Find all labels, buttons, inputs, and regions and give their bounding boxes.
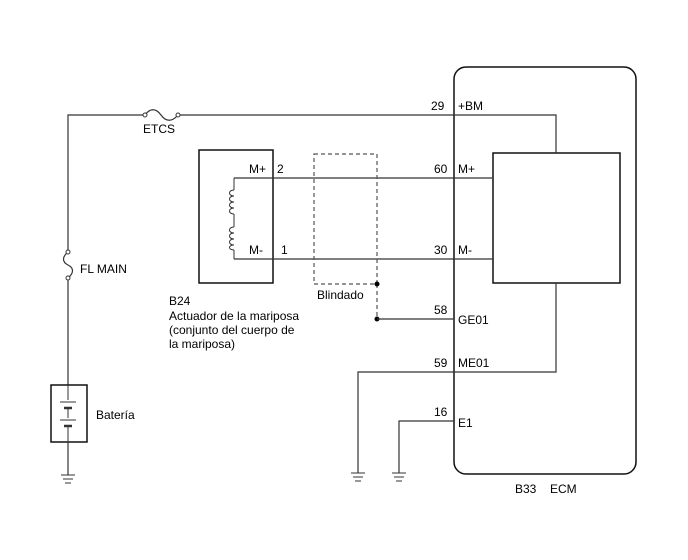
wire-bm bbox=[67, 114, 557, 385]
actuator-pin-mplus-num: 2 bbox=[277, 162, 284, 176]
wire-e1 bbox=[398, 420, 454, 473]
ecm-name: ECM bbox=[550, 482, 577, 496]
ecm-pin-num: 29 bbox=[431, 99, 445, 113]
ecm-pin-label: +BM bbox=[458, 99, 483, 113]
ecm-pin-label: M+ bbox=[458, 162, 475, 176]
actuator-desc-line3: la mariposa) bbox=[169, 337, 235, 351]
ecm-pin-label: M- bbox=[458, 243, 472, 257]
motor-coil-icon bbox=[229, 178, 235, 259]
ground-icon-battery bbox=[61, 474, 75, 484]
battery-label: Batería bbox=[96, 408, 135, 422]
battery-box bbox=[50, 384, 88, 443]
shield-outline bbox=[313, 153, 378, 285]
ecm-pin-label: E1 bbox=[458, 416, 473, 430]
fl-main-fuse-symbol bbox=[62, 251, 74, 279]
actuator-desc-line1: Actuador de la mariposa bbox=[169, 309, 299, 323]
actuator-box bbox=[198, 149, 274, 284]
ecm-pin-label: ME01 bbox=[458, 356, 490, 370]
actuator-connector: B24 bbox=[169, 294, 191, 308]
ecm-pin-num: 60 bbox=[434, 162, 448, 176]
ground-icon-me01 bbox=[351, 472, 365, 482]
wire-me01 bbox=[357, 283, 557, 473]
ecm-pin-num: 30 bbox=[434, 243, 448, 257]
ecm-pin-num: 58 bbox=[434, 303, 448, 317]
shield-label: Blindado bbox=[317, 288, 364, 302]
actuator-pin-mminus-num: 1 bbox=[281, 243, 288, 257]
ecm-pin-label: GE01 bbox=[458, 313, 489, 327]
fl-main-fuse-label: FL MAIN bbox=[80, 262, 127, 276]
actuator-pin-mminus-label: M- bbox=[249, 243, 263, 257]
ecm-connector: B33 bbox=[515, 482, 537, 496]
actuator-pin-mplus-label: M+ bbox=[249, 162, 266, 176]
etcs-fuse-label: ETCS bbox=[143, 122, 175, 136]
ecm-internal-block bbox=[492, 152, 621, 284]
ground-icon-e1 bbox=[392, 472, 406, 482]
battery-icon bbox=[60, 385, 76, 442]
etcs-fuse-symbol bbox=[144, 109, 179, 121]
actuator-desc-line2: (conjunto del cuerpo de bbox=[169, 323, 295, 337]
ecm-pin-num: 16 bbox=[434, 405, 448, 419]
ecm-pin-num: 59 bbox=[434, 356, 448, 370]
